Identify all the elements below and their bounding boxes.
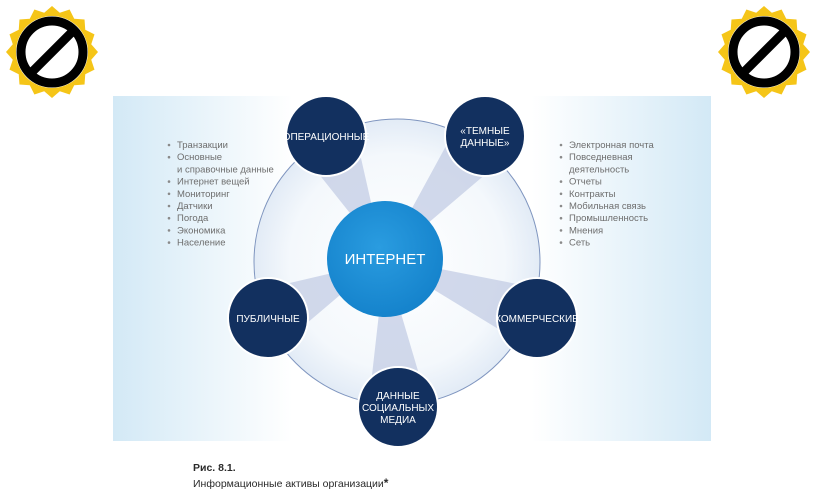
list-item: Промышленность: [569, 213, 648, 224]
bullet-icon: [559, 229, 563, 232]
bullet-icon: [559, 180, 563, 183]
bullet-icon: [167, 192, 171, 196]
list-item: Контракты: [569, 189, 616, 200]
bullet-icon: [167, 229, 171, 232]
badge-slash: [738, 26, 790, 78]
right-list: Электронная почтаПовседневнаядеятельност…: [559, 140, 654, 249]
node-operational: ОПЕРАЦИОННЫЕ: [283, 95, 370, 177]
list-item: Мобильная связь: [569, 201, 646, 212]
node-circle: [357, 366, 439, 448]
bullet-icon: [167, 143, 171, 147]
bullet-icon: [559, 143, 563, 147]
list-item: Погода: [177, 213, 209, 224]
bullet-icon: [559, 204, 563, 208]
list-item: и справочные данные: [177, 164, 274, 175]
bullet-icon: [167, 180, 171, 183]
list-item: Отчеты: [569, 177, 602, 188]
list-item: Повседневная: [569, 152, 633, 163]
node-circle: [444, 95, 526, 177]
list-item: Сеть: [569, 238, 590, 249]
node-label: МЕДИА: [380, 415, 416, 426]
figure-caption: Рис. 8.1. Информационные активы организа…: [193, 462, 613, 490]
list-item: Электронная почта: [569, 140, 654, 151]
bullet-icon: [559, 155, 563, 159]
node-circle: [285, 95, 367, 177]
node-label: СОЦИАЛЬНЫХ: [362, 403, 434, 414]
no-sign-icon-right: [718, 6, 810, 98]
list-item: Датчики: [177, 201, 213, 212]
node-label: ОПЕРАЦИОННЫЕ: [283, 132, 370, 143]
list-item: Экономика: [177, 225, 226, 236]
bullet-icon: [167, 155, 171, 159]
list-item: Население: [177, 238, 226, 249]
badge-ring: [728, 16, 800, 88]
node-label: ДАННЫЕ: [376, 391, 420, 402]
node-circle: [496, 277, 578, 359]
bullet-icon: [559, 216, 563, 220]
node-label: КОММЕРЧЕСКИЕ: [495, 314, 579, 325]
bullet-icon: [167, 241, 171, 244]
node-label: «ТЕМНЫЕ: [460, 126, 510, 137]
node-public: ПУБЛИЧНЫЕ: [227, 277, 309, 359]
center-circle: [327, 201, 443, 317]
list-item: деятельность: [569, 164, 629, 175]
no-sign-icon-left: [6, 6, 98, 98]
caption-title: Рис. 8.1.: [193, 462, 236, 474]
list-item: Мониторинг: [177, 189, 230, 200]
caption-text-line: Информационные активы организации*: [193, 476, 613, 490]
node-commercial: КОММЕРЧЕСКИЕ: [495, 277, 579, 359]
bullet-icon: [559, 192, 563, 196]
caption-footnote-mark: *: [383, 476, 389, 490]
bullet-icon: [559, 241, 563, 244]
node-circle: [227, 277, 309, 359]
caption-text: Информационные активы организации: [193, 478, 384, 490]
bullet-icon: [167, 216, 171, 220]
node-label: ПУБЛИЧНЫЕ: [236, 314, 300, 325]
list-item: Интернет вещей: [177, 177, 250, 188]
bullet-icon: [167, 204, 171, 208]
list-item: Транзакции: [177, 140, 228, 151]
list-item: Мнения: [569, 225, 603, 236]
list-item: Основные: [177, 152, 222, 163]
badge-slash: [26, 26, 78, 78]
center-label: ИНТЕРНЕТ: [345, 251, 426, 268]
node-label: ДАННЫЕ»: [461, 138, 510, 149]
badge-ring: [16, 16, 88, 88]
